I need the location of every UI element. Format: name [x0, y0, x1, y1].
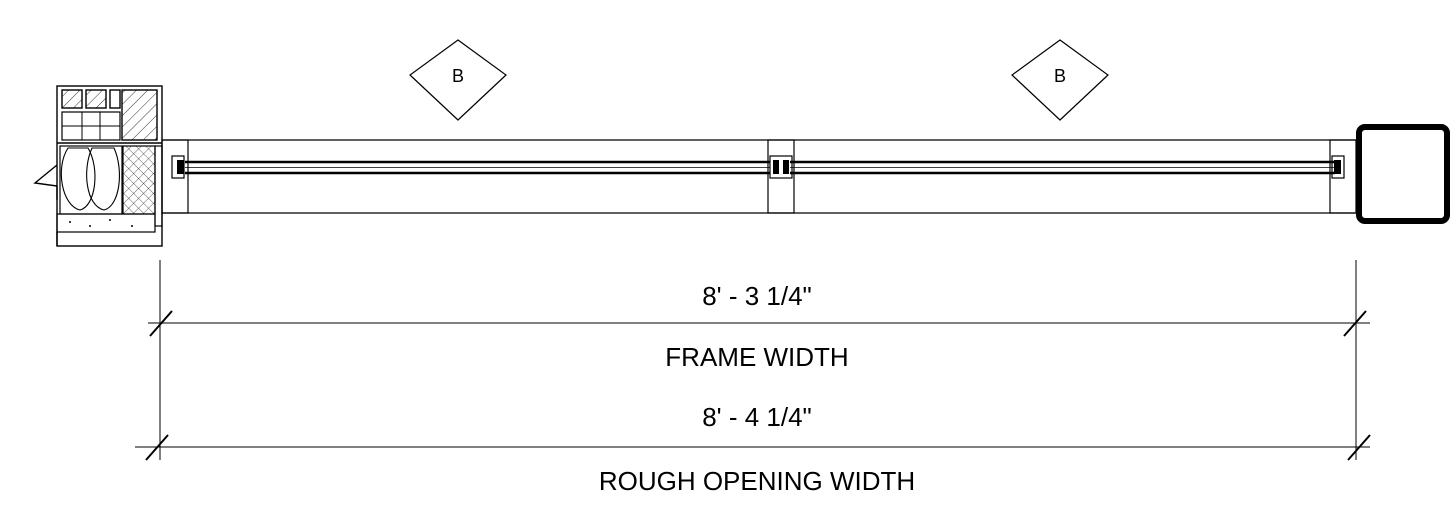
window-frame: [162, 139, 1358, 214]
right-jamb: [1329, 139, 1357, 214]
frame-width-dimension: 8' - 3 1/4" FRAME WIDTH: [148, 281, 1370, 372]
window-tag-left: B: [409, 39, 507, 121]
rough-opening-value: 8' - 4 1/4": [702, 402, 812, 432]
frame-width-value: 8' - 3 1/4": [702, 281, 812, 311]
center-mullion: [767, 139, 795, 214]
window-tag-label: B: [1054, 66, 1066, 86]
frame-width-label: FRAME WIDTH: [665, 342, 848, 372]
extension-lines: [159, 260, 1357, 460]
left-jamb: [161, 139, 189, 214]
rough-opening-label: ROUGH OPENING WIDTH: [599, 466, 915, 496]
rough-opening-dimension: 8' - 4 1/4" ROUGH OPENING WIDTH: [135, 402, 1371, 496]
right-steel-column: [1356, 124, 1450, 224]
window-tag-label: B: [452, 66, 464, 86]
left-wall-section: [33, 85, 163, 247]
window-tag-right: B: [1011, 39, 1109, 121]
